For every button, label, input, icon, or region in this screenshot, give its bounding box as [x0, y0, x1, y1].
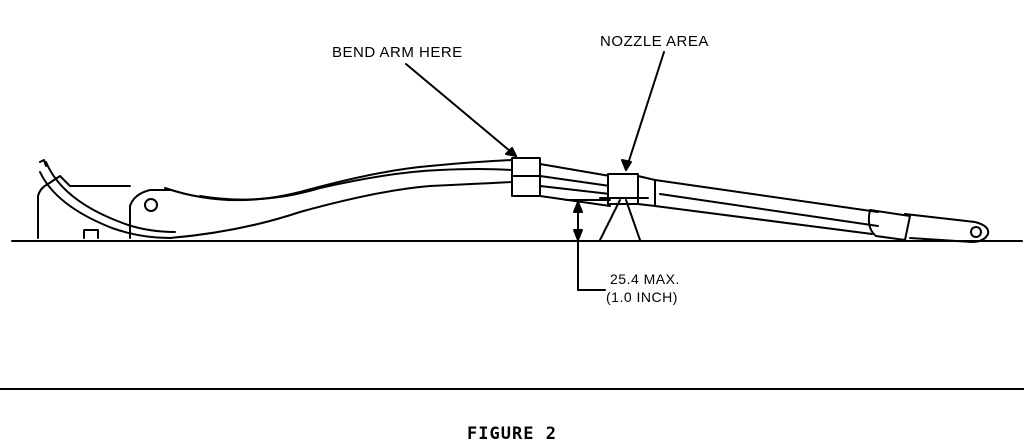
- nozzle-leader: [621, 51, 665, 171]
- pivot-head: [129, 189, 171, 239]
- dimension-marker: [565, 199, 611, 291]
- nozzle-collar: [607, 173, 639, 205]
- bend-arm-label: BEND ARM HERE: [332, 44, 463, 61]
- tip-hole: [970, 226, 982, 238]
- arm-outer: [654, 179, 990, 243]
- arm-middle: [539, 163, 611, 207]
- pivot-hole: [144, 198, 158, 212]
- arm-body: [164, 159, 513, 239]
- bend-leader: [405, 63, 517, 157]
- hose: [39, 159, 176, 239]
- dimension-label-inch: (1.0 INCH): [606, 289, 678, 305]
- figure-caption: FIGURE 2: [467, 424, 557, 444]
- dimension-label-mm: 25.4 MAX.: [610, 271, 680, 287]
- support-stand: [599, 197, 649, 241]
- nozzle-area-label: NOZZLE AREA: [600, 33, 709, 50]
